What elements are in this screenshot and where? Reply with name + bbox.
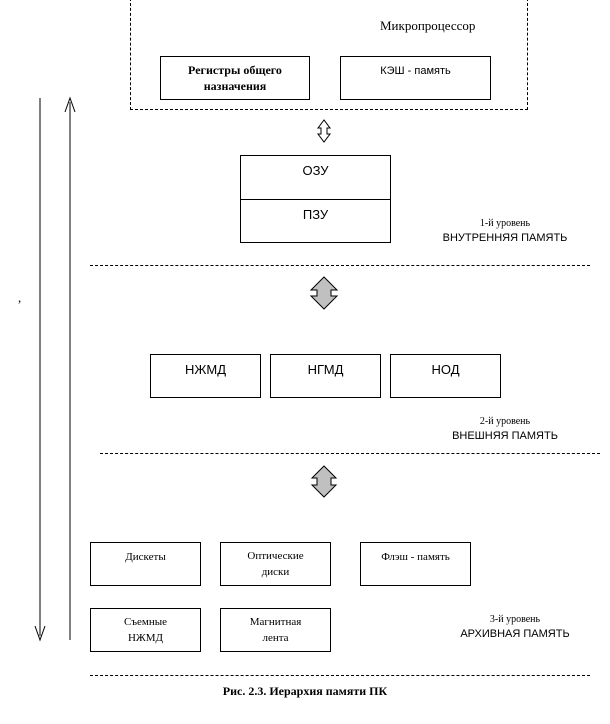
- level-3-name: АРХИВНАЯ ПАМЯТЬ: [460, 628, 570, 640]
- tape-label: Магнитная лента: [249, 616, 302, 644]
- figure-caption: Рис. 2.3. Иерархия памяти ПК: [222, 684, 388, 698]
- double-arrow-icon-1: [309, 276, 339, 310]
- level-1-name: ВНУТРЕННЯЯ ПАМЯТЬ: [442, 232, 568, 244]
- flash-label: Флэш - память: [381, 551, 450, 563]
- level-3-number: 3-й уровень: [489, 614, 541, 625]
- double-arrow-small-icon: [317, 119, 331, 143]
- tape-box: Магнитная лента: [220, 608, 331, 652]
- fdd-label: НГМД: [307, 362, 344, 377]
- flash-box: Флэш - память: [360, 542, 471, 586]
- divider-3: [90, 675, 590, 676]
- optical-drive-label: НОД: [431, 362, 460, 377]
- optical-drive-box: НОД: [390, 354, 501, 398]
- rom-box: ПЗУ: [240, 199, 391, 243]
- registers-label: Регистры общего назначения: [188, 63, 282, 93]
- ram-label: ОЗУ: [302, 163, 329, 178]
- side-mark: ,: [18, 290, 22, 305]
- divider-1: [90, 265, 590, 266]
- registers-box: Регистры общего назначения: [160, 56, 310, 100]
- level-2-name: ВНЕШНЯЯ ПАМЯТЬ: [452, 430, 558, 442]
- hdd-box: НЖМД: [150, 354, 261, 398]
- rom-label: ПЗУ: [302, 207, 329, 222]
- divider-2: [100, 453, 600, 454]
- level-2-label: 2-й уровень ВНЕШНЯЯ ПАМЯТЬ: [430, 414, 580, 444]
- arrow-down-icon: [34, 98, 46, 642]
- removable-hdd-label: Съемные НЖМД: [123, 616, 168, 644]
- microprocessor-frame: [130, 0, 528, 110]
- level-1-label: 1-й уровень ВНУТРЕННЯЯ ПАМЯТЬ: [430, 216, 580, 246]
- level-3-label: 3-й уровень АРХИВНАЯ ПАМЯТЬ: [440, 612, 590, 642]
- double-arrow-icon-2: [310, 465, 338, 498]
- level-2-number: 2-й уровень: [479, 416, 531, 427]
- microprocessor-title: Микропроцессор: [380, 18, 476, 33]
- arrow-up-icon: [64, 96, 76, 640]
- removable-hdd-box: Съемные НЖМД: [90, 608, 201, 652]
- optical-discs-box: Оптические диски: [220, 542, 331, 586]
- hdd-label: НЖМД: [184, 362, 227, 377]
- diskettes-label: Дискеты: [125, 551, 166, 563]
- diskettes-box: Дискеты: [90, 542, 201, 586]
- cache-label: КЭШ - память: [380, 65, 451, 77]
- cache-box: КЭШ - память: [340, 56, 491, 100]
- fdd-box: НГМД: [270, 354, 381, 398]
- optical-discs-label: Оптические диски: [247, 550, 304, 578]
- level-1-number: 1-й уровень: [479, 218, 531, 229]
